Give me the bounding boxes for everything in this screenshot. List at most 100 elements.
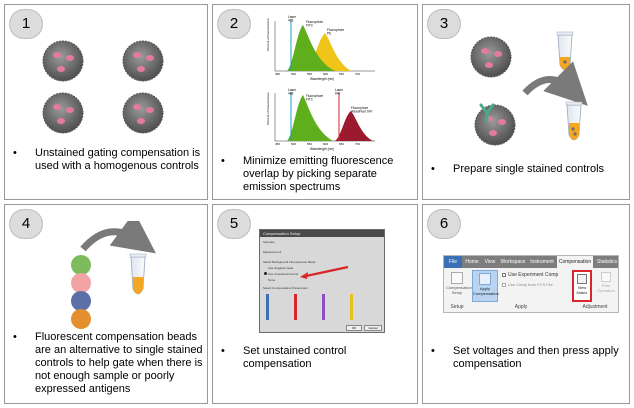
antibody-icon — [479, 103, 495, 123]
tick-label: 450 — [275, 142, 280, 146]
step-text-1: • Unstained gating compensation is used … — [13, 147, 201, 172]
parameter-grid — [266, 294, 376, 322]
dialog-label: Measurement — [263, 250, 282, 254]
bead-icon — [71, 309, 91, 329]
bead-icon — [71, 291, 91, 311]
tick-label: 450 — [275, 72, 280, 76]
group-label-setup: Setup — [450, 304, 464, 310]
tab-compensation[interactable]: Compensation — [557, 256, 593, 268]
tick-label: 700 — [355, 142, 360, 146]
axis-xlabel: Wavelength (nm) — [310, 77, 334, 81]
tick-label: 600 — [323, 142, 328, 146]
cells-illustration — [42, 40, 164, 134]
group-label-apply: Apply — [514, 304, 528, 310]
step-text-2: • Minimize emitting fluorescence overlap… — [221, 155, 394, 193]
print-operation-button[interactable]: Print Operation — [594, 272, 618, 300]
step-text-3: • Prepare single stained controls — [431, 163, 605, 175]
checkbox-icon — [502, 283, 506, 287]
axis-ylabel: Percent of Fluorescence — [266, 18, 270, 51]
tick-label: 650 — [339, 142, 344, 146]
step-number-5: 5 — [217, 209, 251, 239]
step-number-1: 1 — [9, 9, 43, 39]
tick-label: 550 — [307, 142, 312, 146]
option-use-comp-from-fcs[interactable]: Use Comp from FCS File — [502, 282, 562, 288]
bead-icon — [71, 273, 91, 293]
ok-button[interactable]: OK — [346, 325, 362, 331]
tab-statistics[interactable]: Statistics — [596, 259, 617, 265]
tick-label: 500 — [291, 72, 296, 76]
tab-home[interactable]: Home — [465, 259, 479, 265]
tube-icon — [565, 101, 583, 141]
dialog-label: Select Compensation Parameters — [263, 286, 308, 290]
compensation-ribbon: File Home View Workspace Instrument Comp… — [443, 255, 619, 313]
option-use-experiment-comp[interactable]: Use Experiment Comp — [502, 272, 562, 278]
compensation-setup-dialog: Compensation Setup Samples Measurement S… — [259, 229, 385, 333]
bead-icon — [71, 255, 91, 275]
tab-view[interactable]: View — [484, 259, 496, 265]
dialog-label: Select Background Fluorescence Mode — [263, 260, 316, 264]
step-number-4: 4 — [9, 209, 43, 239]
compensation-setup-button[interactable]: Compensation Setup — [446, 272, 472, 300]
radio-dot — [264, 272, 267, 275]
compensation-beads-illustration — [71, 221, 156, 329]
single-stain-illustration — [470, 31, 588, 146]
axis-ylabel: Percent of Fluorescence — [266, 92, 270, 125]
checkbox-icon — [502, 273, 506, 277]
step-text-5: • Set unstained control compensation — [221, 345, 347, 370]
step-panel-4: 4 • Fluorescent compensation beads are a… — [4, 204, 208, 404]
step-panel-5: 5 Compensation Setup Samples Measurement… — [212, 204, 418, 404]
apply-grid-icon — [479, 273, 491, 285]
cell-icon — [122, 40, 164, 82]
ribbon-tabs: File Home View Workspace Instrument Comp… — [444, 256, 618, 268]
apply-compensation-button[interactable]: Apply Compensation — [472, 270, 499, 302]
cell-icon — [42, 92, 84, 134]
fitc-spectrum — [287, 25, 335, 71]
radio-option[interactable]: Use Negative Gate — [264, 266, 294, 270]
tube-icon — [129, 253, 147, 295]
dialog-label: Samples — [263, 240, 275, 244]
tick-label: 650 — [339, 72, 344, 76]
radio-label: Use Unstained Control — [268, 272, 299, 276]
cell-icon — [122, 92, 164, 134]
radio-label: Use Negative Gate — [268, 266, 294, 270]
tick-label: 600 — [323, 72, 328, 76]
cancel-button[interactable]: Cancel — [364, 325, 382, 331]
tube-icon — [556, 31, 574, 71]
view-matrix-button[interactable]: View Matrix — [572, 270, 592, 302]
fitc-spectrum — [287, 95, 333, 141]
af647-spectrum — [335, 111, 373, 141]
curved-arrow — [80, 221, 156, 254]
tick-label: 700 — [355, 72, 360, 76]
step-text-6: • Set voltages and then press apply comp… — [431, 345, 619, 370]
tick-label: 550 — [307, 72, 312, 76]
pointer-arrow — [300, 265, 349, 279]
dialog-title: Compensation Setup — [260, 230, 384, 237]
setup-grid-icon — [451, 272, 463, 284]
step-number-2: 2 — [217, 9, 251, 39]
matrix-icon — [577, 274, 587, 284]
step-number-3: 3 — [427, 9, 461, 39]
cell-icon — [470, 36, 512, 78]
step-panel-6: 6 File Home View Workspace Instrument Co… — [422, 204, 630, 404]
step-panel-3: 3 • — [422, 4, 630, 200]
axis-xlabel: Wavelength (nm) — [310, 147, 334, 151]
cell-icon — [474, 104, 516, 146]
radio-option[interactable]: None — [264, 278, 284, 282]
radio-option-selected[interactable]: Use Unstained Control — [264, 272, 298, 276]
tab-file[interactable]: File — [444, 256, 462, 268]
tab-instrument[interactable]: Instrument — [530, 259, 554, 265]
tick-label: 500 — [291, 142, 296, 146]
step-panel-1: 1 • Unstained gating compensati — [4, 4, 208, 200]
print-icon — [601, 272, 611, 282]
tab-workspace[interactable]: Workspace — [500, 259, 526, 265]
